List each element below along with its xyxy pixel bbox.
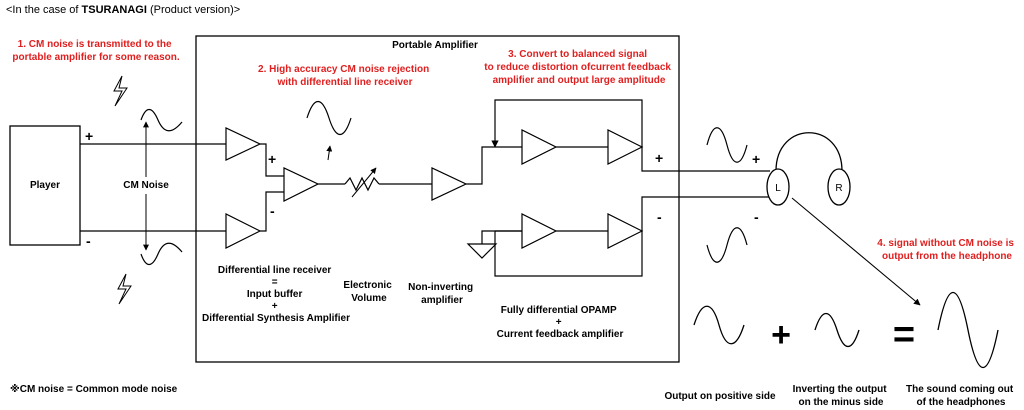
differential-synthesis-amp [283,167,320,202]
synth-plus-sign: + [268,151,276,167]
feedback-loop-top [491,99,643,148]
volume-adjust-arrow [351,167,377,198]
noise-wave-bottom [140,242,183,266]
note-1: 1. CM noise is transmitted to the portab… [12,39,179,63]
noise-wave-top [140,108,183,132]
headphone-left-cup [766,168,790,206]
note-2: 2. High accuracy CM noise rejection with… [258,64,432,88]
output-minus-sign: - [657,209,662,225]
opamp-caption: Fully differential OPAMP + Current feedb… [497,305,624,340]
lightning-icon-top [113,75,128,107]
equation-equals: = [893,314,915,356]
output-plus-sign: + [655,150,663,166]
wave-output-positive [706,127,748,163]
synth-minus-sign: - [270,203,275,219]
clean-wave-after-receiver [306,100,352,136]
wire-buffer-pos-to-synth [260,143,284,177]
caption-positive-side: Output on positive side [664,391,776,402]
non-inverting-amplifier [431,167,468,201]
opamp-stage-1-bottom [521,213,558,249]
equation-wave-inverting [814,312,860,348]
headphone-right-cup [827,168,851,206]
wire-buffer-neg-to-synth [260,191,284,232]
lightning-icon-bottom [117,273,132,305]
output-line-positive [641,147,770,172]
headphone-left-label: L [775,183,781,194]
footnote: ※CM noise = Common mode noise [10,383,178,395]
headphone-minus-sign: - [754,209,759,225]
box-title: Portable Amplifier [392,40,478,51]
note-3: 3. Convert to balanced signal to reduce … [484,49,673,86]
receiver-caption: Differential line receiver = Input buffe… [202,265,350,324]
volume-caption: Electronic Volume [343,280,394,304]
headphone-right-label: R [835,183,842,194]
equation-plus: + [771,316,791,354]
note-4: 4. signal without CM noise is output fro… [877,238,1016,262]
electronic-volume-resistor [344,176,380,192]
noninv-caption: Non-inverting amplifier [408,282,476,306]
player-plus-sign: + [85,128,93,144]
current-feedback-amp-top [607,129,644,165]
cm-noise-label: CM Noise [123,180,169,191]
receiver-output-arrow [326,145,333,161]
equation-wave-result [937,292,999,368]
input-buffer-negative [225,213,262,249]
portable-amplifier-box [195,35,680,363]
player-label: Player [30,180,60,191]
headphone-band [775,132,843,172]
wave-output-negative [706,227,748,263]
equation-wave-positive [693,305,745,345]
ground-symbol [466,243,498,259]
player-minus-sign: - [86,233,91,249]
output-line-negative [641,196,770,231]
caption-inverting: Inverting the output on the minus side [793,384,890,408]
input-buffer-positive [225,127,262,161]
headphone-plus-sign: + [752,151,760,167]
current-feedback-amp-bottom [607,213,644,249]
feedback-loop-bottom [494,231,643,277]
opamp-stage-1-top [521,129,558,165]
headphone-output-arrow [791,197,921,306]
wire-to-ground [481,230,522,244]
player-box [9,125,81,246]
header-title: <In the case of TSURANAGI (Product versi… [6,4,240,16]
caption-sound: The sound coming out of the headphones [906,384,1016,408]
wire-noninv-to-top-amp [466,146,522,185]
